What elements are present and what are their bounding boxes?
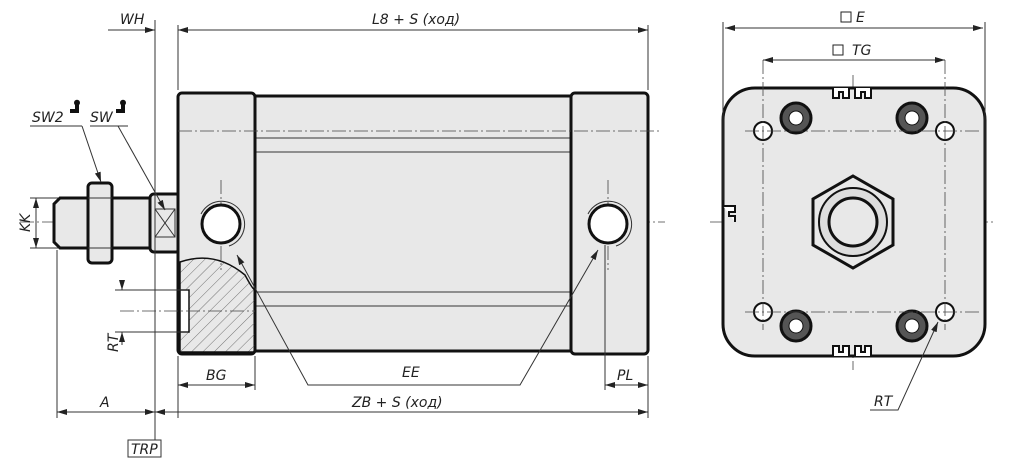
barrel <box>253 94 573 353</box>
port-rear <box>587 203 629 245</box>
bolts <box>779 101 929 343</box>
dim-rt-side: RT <box>106 332 122 352</box>
square-symbol-icon <box>840 11 852 23</box>
dim-zb: ZB + S (ход) <box>351 395 443 411</box>
dim-ee: EE <box>402 365 420 381</box>
dim-e: E <box>856 10 865 26</box>
section-hatch <box>179 257 256 353</box>
dim-bg: BG <box>206 368 227 384</box>
dim-wh: WH <box>120 12 145 28</box>
dim-l8: L8 + S (ход) <box>372 12 460 28</box>
square-symbol-icon <box>832 44 844 56</box>
trp-label: TRP <box>131 442 158 458</box>
front-view <box>710 60 995 370</box>
dim-pl: PL <box>617 368 633 384</box>
label-sw: SW <box>90 110 114 126</box>
label-sw2: SW2 <box>32 110 64 126</box>
front-dimensions: E TG RT <box>725 10 983 411</box>
lock-nut <box>86 181 114 265</box>
wrench-icon <box>116 99 127 113</box>
dim-a: A <box>99 395 110 411</box>
dim-rt-front: RT <box>874 394 894 410</box>
port-front <box>200 203 242 245</box>
side-view <box>20 91 665 356</box>
dimensions: WH L8 + S (ход) KK RT BG PL EE A ZB + S … <box>18 12 648 458</box>
dim-kk: KK <box>18 212 34 232</box>
dim-tg: TG <box>852 43 872 59</box>
wrench-icon <box>70 99 81 113</box>
